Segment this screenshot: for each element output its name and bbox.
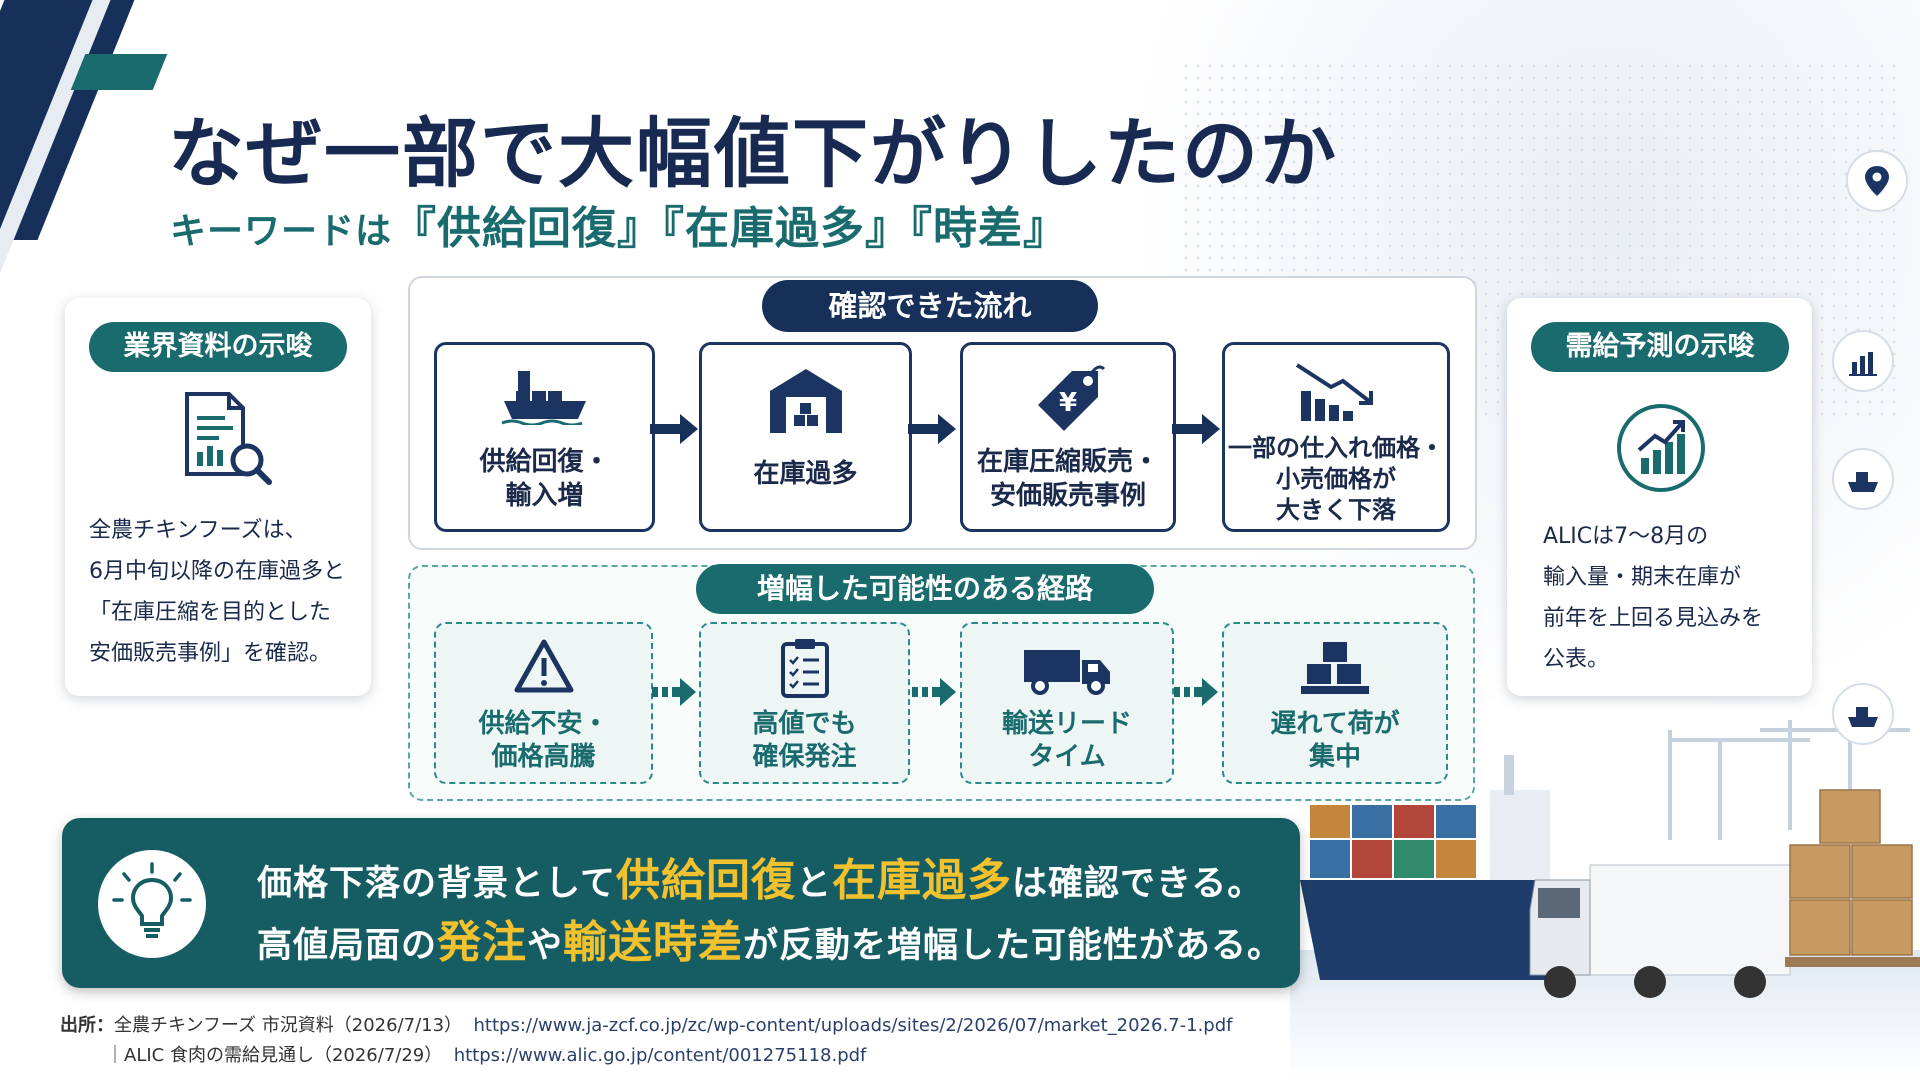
flow-step-discount-sales: ¥ 在庫圧縮販売・ 安価販売事例: [960, 342, 1176, 532]
flow-step-supply-recovery: 供給回復・ 輸入増: [434, 342, 655, 532]
flow-arrow-icon: [1172, 414, 1220, 444]
yen-price-tag-icon: ¥: [1038, 365, 1106, 431]
path-step-supply-anxiety: 供給不安・ 価格高騰: [434, 622, 653, 784]
growth-chart-icon: [1617, 404, 1705, 492]
path-step-secure-orders: 高値でも 確保発注: [699, 622, 910, 784]
conclusion-text: は確認できる。: [1011, 864, 1264, 904]
confirmed-flow-heading: 確認できた流れ: [762, 280, 1098, 332]
industry-insight-line: 6月中旬以降の在庫過多と: [89, 559, 345, 584]
source-text: 全農チキンフーズ 市況資料（2026/7/13）: [114, 1015, 463, 1036]
conclusion-highlight: 発注: [437, 917, 528, 968]
map-pin-icon: [1846, 150, 1908, 212]
supply-demand-insight-heading: 需給予測の示唆: [1531, 322, 1789, 372]
supply-demand-insight-line: ALICは7～8月の: [1543, 524, 1709, 549]
path-step-label: 輸送リード: [1001, 709, 1132, 739]
source-line-1: 出所：全農チキンフーズ 市況資料（2026/7/13） https://www.…: [60, 1011, 1233, 1037]
conclusion-text: が反動を増幅した可能性がある。: [743, 926, 1284, 966]
cardboard-boxes: [1789, 789, 1913, 956]
clipboard-checklist-icon: [780, 639, 829, 698]
path-step-label: 高値でも: [752, 709, 857, 739]
document-chart-search-icon: [185, 392, 272, 485]
industry-insight-line: 安価販売事例」を確認。: [89, 641, 332, 666]
source-separator: ｜: [106, 1045, 124, 1066]
flow-step-label: 大きく下落: [1276, 496, 1396, 524]
path-step-label: 価格高騰: [491, 742, 596, 772]
flow-step-label: 在庫過多: [753, 459, 858, 489]
subtitle-prefix: キーワードは: [170, 211, 393, 252]
flow-step-label: 安価販売事例: [989, 481, 1146, 511]
truck-icon: [1024, 650, 1110, 695]
path-step-label: 遅れて荷が: [1270, 709, 1400, 739]
path-step-label: 供給不安・: [478, 709, 609, 739]
stacked-boxes-icon: [1301, 642, 1369, 694]
source-link[interactable]: https://www.alic.go.jp/content/001275118…: [453, 1045, 867, 1066]
logistics-illustration: [1290, 720, 1920, 1080]
industry-insight-line: 「在庫圧縮を目的とした: [89, 600, 332, 625]
path-step-label: タイム: [1028, 742, 1106, 772]
supply-demand-insight-line: 前年を上回る見込みを: [1543, 606, 1764, 631]
flow-arrow-icon: [908, 414, 956, 444]
flow-step-label: 輸入増: [505, 481, 584, 511]
flow-step-price-drop: 一部の仕入れ価格・ 小売価格が 大きく下落: [1222, 342, 1450, 532]
lightbulb-icon: [98, 850, 206, 958]
industry-insight-line: 全農チキンフーズは、: [89, 518, 307, 543]
page-subtitle: キーワードは『供給回復』『在庫過多』『時差』: [170, 192, 1068, 256]
page-title: なぜ一部で大幅値下がりしたのか: [168, 109, 1338, 198]
path-step-label: 集中: [1308, 742, 1361, 772]
conclusion-line-1: 価格下落の背景として供給回復と在庫過多は確認できる。: [257, 844, 1263, 908]
ship-icon: [1832, 448, 1894, 510]
warning-icon: [514, 639, 573, 693]
supply-demand-insight-line: 公表。: [1543, 647, 1610, 672]
path-arrow-icon: [652, 678, 696, 706]
source-line-2: ｜ALIC 食肉の需給見通し（2026/7/29） https://www.al…: [106, 1041, 866, 1067]
flow-step-label: 供給回復・: [479, 447, 610, 477]
flow-step-excess-inventory: 在庫過多: [699, 342, 912, 532]
industry-insight-heading: 業界資料の示唆: [89, 322, 347, 372]
path-step-label: 確保発注: [752, 742, 857, 772]
flow-step-label: 小売価格が: [1276, 465, 1396, 493]
path-step-concentrated-arrivals: 遅れて荷が 集中: [1222, 622, 1448, 784]
conclusion-highlight: 輸送時差: [563, 917, 744, 968]
cargo-ship-icon: [500, 371, 586, 425]
industry-insight-card: 業界資料の示唆 全農チキンフーズは、 6月中旬以降の在庫過多と 「在庫圧縮を目的…: [65, 298, 371, 696]
source-text: ALIC 食肉の需給見通し（2026/7/29）: [124, 1045, 443, 1066]
conclusion-highlight: 在庫過多: [831, 855, 1012, 906]
path-step-transport-lead-time: 輸送リード タイム: [960, 622, 1174, 784]
svg-text:¥: ¥: [1059, 388, 1077, 418]
conclusion-banner: 価格下落の背景として供給回復と在庫過多は確認できる。 高値局面の発注や輸送時差が…: [62, 818, 1300, 988]
source-label: 出所：: [60, 1015, 114, 1036]
warehouse-icon: [769, 369, 842, 433]
ship-hull: [1300, 880, 1590, 980]
conclusion-line-2: 高値局面の発注や輸送時差が反動を増幅した可能性がある。: [257, 906, 1283, 970]
conclusion-text: 高値局面の: [257, 926, 438, 966]
conclusion-text: や: [527, 926, 564, 966]
path-arrow-icon: [912, 678, 956, 706]
subtitle-keywords: 『供給回復』『在庫過多』『時差』: [392, 203, 1069, 254]
flow-step-label: 一部の仕入れ価格・: [1228, 434, 1444, 462]
supply-demand-insight-text: ALICは7～8月の 輸入量・期末在庫が 前年を上回る見込みを 公表。: [1543, 516, 1763, 680]
ship-bridge: [1490, 790, 1550, 880]
possible-path-heading: 増幅した可能性のある経路: [696, 564, 1154, 614]
source-link[interactable]: https://www.ja-zcf.co.jp/zc/wp-content/u…: [473, 1015, 1233, 1036]
teal-accent-stripe: [70, 54, 168, 90]
supply-demand-insight-card: 需給予測の示唆 ALICは7～8月の 輸入量・期末在庫が 前年を上回る見込みを …: [1507, 298, 1812, 696]
conclusion-text: 価格下落の背景として: [257, 864, 616, 904]
supply-demand-insight-line: 輸入量・期末在庫が: [1543, 565, 1742, 590]
declining-chart-icon: [1295, 363, 1373, 421]
bar-chart-icon: [1832, 330, 1894, 392]
truck-trailer: [1589, 864, 1791, 976]
ship-icon: [1832, 683, 1894, 745]
flow-step-label: 在庫圧縮販売・: [976, 447, 1159, 477]
conclusion-text: と: [795, 864, 832, 904]
path-arrow-icon: [1174, 678, 1218, 706]
industry-insight-text: 全農チキンフーズは、 6月中旬以降の在庫過多と 「在庫圧縮を目的とした 安価販売…: [89, 510, 345, 674]
conclusion-highlight: 供給回復: [615, 855, 796, 906]
container-stack: [1310, 805, 1476, 878]
flow-arrow-icon: [650, 414, 698, 444]
